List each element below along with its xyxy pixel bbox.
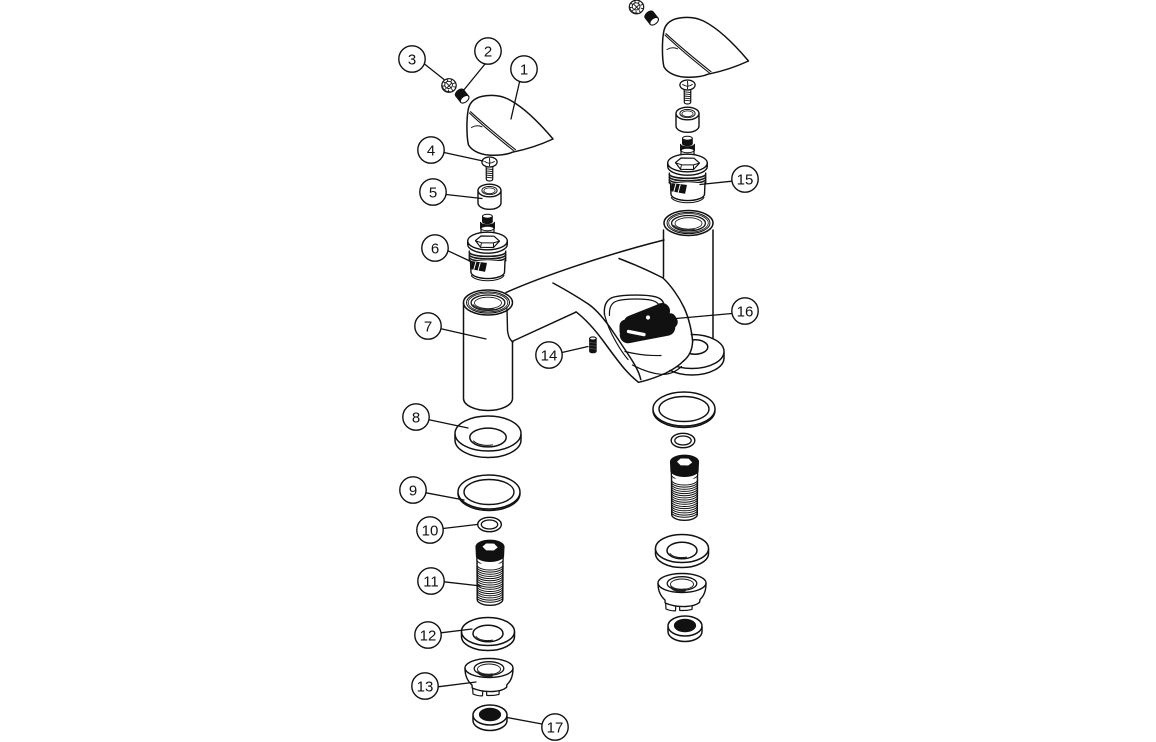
svg-text:1: 1 [520, 61, 528, 78]
svg-text:6: 6 [431, 240, 439, 257]
svg-text:16: 16 [737, 303, 754, 320]
svg-text:14: 14 [541, 347, 558, 364]
svg-text:7: 7 [424, 318, 432, 335]
svg-text:10: 10 [422, 522, 439, 539]
svg-text:13: 13 [417, 678, 434, 695]
svg-text:4: 4 [427, 142, 435, 159]
svg-text:3: 3 [408, 51, 416, 68]
svg-text:11: 11 [423, 573, 439, 590]
svg-text:15: 15 [737, 171, 754, 188]
svg-text:2: 2 [484, 43, 492, 60]
svg-text:17: 17 [547, 719, 564, 736]
svg-text:8: 8 [412, 409, 420, 426]
svg-text:5: 5 [429, 184, 437, 201]
svg-text:9: 9 [409, 482, 417, 499]
svg-text:12: 12 [420, 627, 437, 644]
